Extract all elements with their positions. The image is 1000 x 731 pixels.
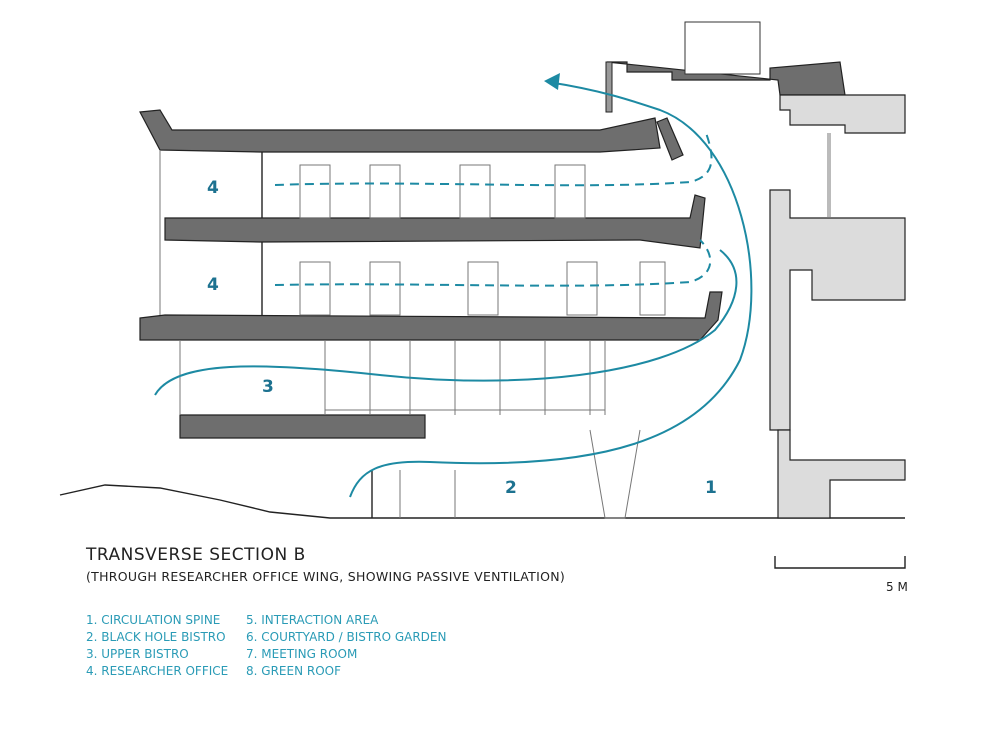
airflow-office-upper: [274, 129, 713, 187]
legend-item: 5. INTERACTION AREA: [246, 613, 379, 627]
legend-item: 2. BLACK HOLE BISTRO: [86, 630, 226, 644]
legend-column-left: 1. CIRCULATION SPINE 2. BLACK HOLE BISTR…: [86, 612, 228, 680]
legend-item: 1. CIRCULATION SPINE: [86, 613, 221, 627]
legend-item: 8. GREEN ROOF: [246, 664, 341, 678]
scale-bar: [774, 556, 906, 569]
drawing-title: TRANSVERSE SECTION B: [86, 545, 306, 565]
legend-column-right: 5. INTERACTION AREA 6. COURTYARD / BISTR…: [246, 612, 446, 680]
airflow-arrowhead: [544, 73, 560, 90]
left-facade: [159, 150, 181, 415]
right-wall-tall: [769, 189, 906, 431]
legend-item: 6. COURTYARD / BISTRO GARDEN: [246, 630, 447, 644]
room-number-upper-bistro: 3: [262, 377, 274, 397]
airflow-upper-bistro: [154, 249, 738, 396]
room-number-office-upper: 4: [207, 178, 219, 198]
airflow-main: [349, 81, 753, 498]
room-number-office-lower: 4: [207, 275, 219, 295]
room-number-spine: 1: [705, 478, 717, 498]
legend-item: 4. RESEARCHER OFFICE: [86, 664, 229, 678]
roof-unit: [684, 21, 761, 75]
upper-windows: [299, 164, 666, 316]
lower-slab: [139, 291, 723, 341]
vent-panel: [656, 117, 684, 161]
right-lower-wall: [777, 429, 906, 519]
legend-item: 7. MEETING ROOM: [246, 647, 358, 661]
right-upper-wall: [779, 94, 906, 134]
roof-vent: [605, 61, 613, 113]
bistro-partitions: [399, 429, 641, 519]
airflow-office-lower: [274, 239, 712, 287]
room-number-bistro: 2: [505, 478, 517, 498]
bistro-floor-slab: [179, 414, 426, 439]
roof-slab: [139, 109, 661, 153]
title-block: TRANSVERSE SECTION B (THROUGH RESEARCHER…: [86, 545, 565, 584]
drawing-subtitle: (THROUGH RESEARCHER OFFICE WING, SHOWING…: [86, 569, 566, 584]
middle-slab: [164, 194, 706, 249]
column-line: [827, 133, 831, 218]
right-roof: [606, 61, 846, 96]
legend-item: 3. UPPER BISTRO: [86, 647, 189, 661]
scale-label: 5 M: [886, 580, 908, 594]
